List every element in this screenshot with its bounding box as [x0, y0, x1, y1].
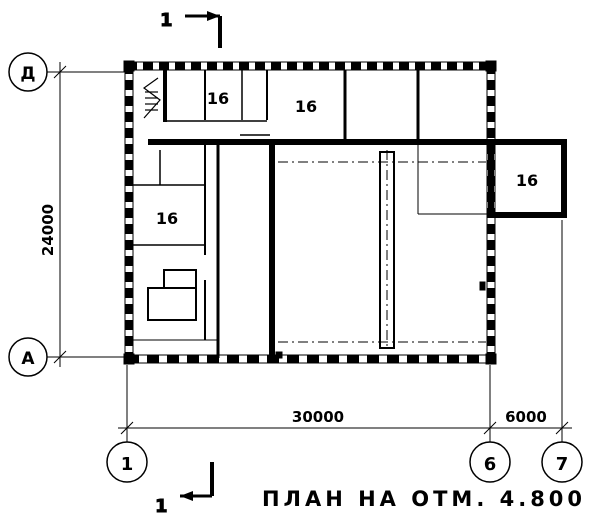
axis-label-col-mid: 6 — [484, 454, 497, 475]
room-label-left: 16 — [156, 209, 178, 228]
axis-bubble-row-top: Д — [8, 52, 48, 92]
section-mark-top: 1 — [160, 10, 222, 48]
axis-bubble-col-right: 7 — [541, 441, 583, 483]
axis-bubble-row-bottom: А — [8, 337, 48, 377]
section-mark-bottom-label: 1 — [155, 496, 168, 517]
extension-room — [488, 139, 567, 218]
dimension-horizontal: 30000 6000 — [118, 220, 572, 442]
axis-bubble-col-left: 1 — [106, 441, 148, 483]
axis-label-row-top: Д — [20, 64, 35, 84]
axis-label-row-bottom: А — [21, 349, 35, 369]
room-label-top-a: 16 — [207, 89, 229, 108]
section-mark-bottom: 1 — [155, 462, 214, 518]
outer-walls — [123, 60, 497, 365]
dimension-ext-label: 6000 — [505, 408, 547, 426]
dimension-vertical-label: 24000 — [39, 204, 57, 256]
plan-title: ПЛАН НА ОТМ. 4.800 — [262, 487, 586, 511]
section-mark-top-label: 1 — [160, 10, 173, 31]
room-label-top-b: 16 — [295, 97, 317, 116]
axis-label-col-left: 1 — [121, 454, 134, 475]
dimension-vertical: 24000 — [39, 62, 130, 367]
dimension-main-label: 30000 — [292, 408, 344, 426]
axis-label-col-right: 7 — [556, 454, 569, 475]
room-label-ext: 16 — [516, 171, 538, 190]
axis-bubble-col-mid: 6 — [469, 441, 511, 483]
stair-icon — [142, 77, 161, 119]
